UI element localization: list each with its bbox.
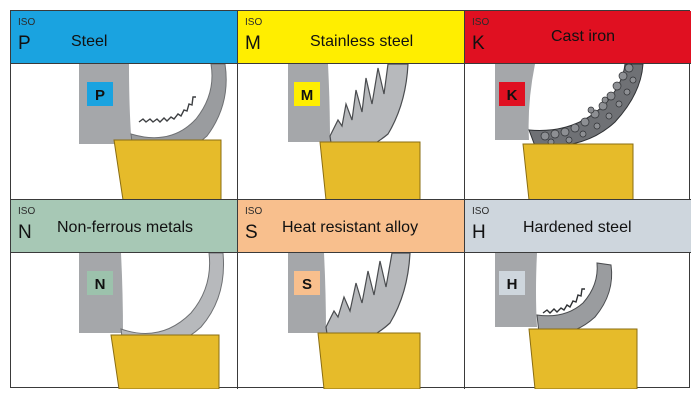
chip — [325, 253, 411, 344]
iso-code: N — [18, 222, 32, 243]
badge-letter: M — [301, 87, 314, 104]
chip-illustration-k: K — [465, 64, 691, 199]
badge-letter: K — [507, 87, 518, 104]
iso-code: S — [245, 222, 258, 243]
iso-label: ISO — [18, 206, 36, 217]
material-badge — [499, 271, 525, 295]
material-name: Steel — [71, 33, 108, 50]
chip-edge — [542, 288, 585, 314]
cutting-insert — [319, 141, 421, 199]
chip-illustration-n: N — [11, 253, 237, 389]
badge-letter: H — [507, 276, 518, 293]
chip-edge — [138, 96, 196, 123]
chip-illustration-h: H — [465, 253, 691, 389]
cutting-insert — [522, 143, 634, 199]
iso-label: ISO — [18, 17, 36, 28]
material-header-p: ISO P Steel — [11, 11, 237, 64]
material-badge — [294, 82, 320, 106]
iso-label: ISO — [472, 17, 490, 28]
material-name: Non-ferrous metals — [57, 219, 194, 236]
material-badge — [499, 82, 525, 106]
chip — [120, 253, 224, 349]
chip — [536, 262, 613, 335]
material-badge — [87, 271, 113, 295]
iso-label: ISO — [245, 206, 263, 217]
iso-code: M — [245, 33, 261, 54]
iso-code: K — [472, 33, 485, 54]
iso-label: ISO — [472, 206, 490, 217]
material-cell-m: ISO M Stainless steel M — [238, 11, 465, 200]
material-header-s: ISO S Heat resistant alloy — [238, 200, 464, 253]
chip-illustration-p: P — [11, 64, 237, 199]
material-name: Hardened steel — [523, 219, 632, 236]
cutting-insert — [317, 332, 421, 389]
material-header-m: ISO M Stainless steel — [238, 11, 464, 64]
material-cell-s: ISO S Heat resistant alloy S — [238, 200, 465, 389]
material-badge — [87, 82, 113, 106]
material-cell-p: ISO P Steel P — [11, 11, 238, 200]
material-cell-n: ISO N Non-ferrous metals N — [11, 200, 238, 389]
material-name: Cast iron — [551, 28, 616, 45]
material-cell-k: ISO K Cast iron K — [465, 11, 691, 200]
badge-letter: S — [302, 276, 312, 293]
material-header-h: ISO H Hardened steel — [465, 200, 691, 253]
material-name: Stainless steel — [310, 33, 414, 50]
iso-code: P — [18, 33, 31, 54]
iso-label: ISO — [245, 17, 263, 28]
chip-illustration-s: S — [238, 253, 464, 389]
chip — [329, 64, 409, 153]
material-cell-h: ISO H Hardened steel H — [465, 200, 691, 389]
material-name: Heat resistant alloy — [282, 219, 419, 236]
cutting-insert — [110, 334, 220, 389]
chip-granules — [540, 64, 637, 146]
material-header-k: ISO K Cast iron — [465, 11, 691, 64]
material-groups-table: ISO P Steel P ISO M Stainless steel — [10, 10, 691, 389]
material-header-n: ISO N Non-ferrous metals — [11, 200, 237, 253]
cutting-insert — [528, 328, 638, 389]
chip-illustration-m: M — [238, 64, 464, 199]
material-badge — [294, 271, 320, 295]
cutting-insert — [113, 139, 222, 199]
iso-code: H — [472, 222, 486, 243]
badge-letter: N — [95, 276, 106, 293]
badge-letter: P — [95, 87, 105, 104]
